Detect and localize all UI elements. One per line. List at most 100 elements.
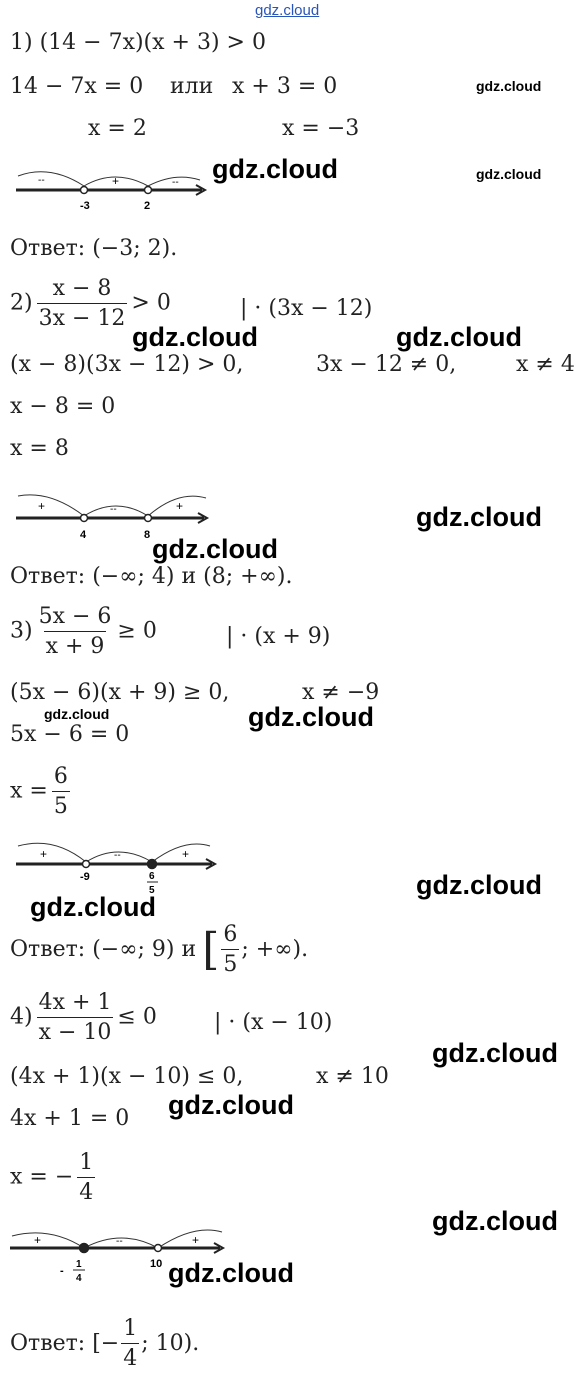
p4-denominator: x − 10 — [36, 1017, 114, 1045]
p3-excluded: x ≠ −9 — [302, 680, 380, 705]
p3-product: (5x − 6)(x + 9) ≥ 0, — [10, 680, 230, 705]
p2-numerator: x − 8 — [52, 276, 112, 301]
p2-sign-3: + — [176, 499, 183, 513]
p3-answer-denominator: 5 — [221, 949, 240, 977]
p4-answer-start: Ответ: [− — [10, 1331, 120, 1356]
p1-point-1: -3 — [80, 200, 90, 212]
p2-number-line: + -- + 4 8 — [16, 494, 210, 541]
p2-multiplier: | · (3x − 12) — [240, 296, 373, 321]
p3-point-2-den: 5 — [149, 885, 155, 896]
p4-relation: ≤ 0 — [117, 1004, 157, 1030]
p3-denominator: x + 9 — [43, 631, 107, 659]
watermark: gdz.cloud — [212, 154, 338, 184]
p1-sign-1: -- — [38, 175, 45, 186]
p2-equation: x − 8 = 0 — [10, 394, 116, 419]
watermark: gdz.cloud — [396, 322, 522, 352]
watermark: gdz.cloud — [432, 1206, 558, 1236]
p2-point-2: 8 — [144, 529, 150, 541]
p3-root-prefix: x = — [10, 778, 48, 804]
p1-or-word: или — [170, 74, 214, 99]
p1-answer: Ответ: (−3; 2). — [10, 236, 178, 261]
p4-excluded: x ≠ 10 — [316, 1064, 389, 1089]
watermark: gdz.cloud — [44, 706, 110, 722]
p4-point-1-den: 4 — [76, 1273, 82, 1284]
p3-numerator: 5x − 6 — [38, 604, 112, 629]
p3-label: 3) — [10, 618, 33, 644]
p1-inequality: 1) (14 − 7x)(x + 3) > 0 — [10, 30, 266, 55]
watermark: gdz.cloud — [432, 1038, 558, 1068]
p4-point-2: 10 — [150, 1258, 162, 1270]
p2-relation: > 0 — [131, 290, 171, 316]
p1-number-line: -- + -- -3 2 — [16, 171, 208, 212]
p4-label: 4) — [10, 1004, 33, 1030]
p2-sign-1: + — [38, 499, 45, 513]
p1-sign-2: + — [112, 174, 119, 188]
p2-root: x = 8 — [10, 436, 69, 461]
p4-equation: 4x + 1 = 0 — [10, 1106, 130, 1131]
p4-answer-denominator: 4 — [121, 1343, 140, 1371]
watermark: gdz.cloud — [476, 78, 542, 94]
p3-answer-start: Ответ: (−∞; 9) и — [10, 937, 197, 962]
p1-root-1: x = 2 — [88, 116, 147, 141]
p3-point-2-num: 6 — [149, 871, 155, 882]
watermark: gdz.cloud — [30, 892, 156, 922]
watermark: gdz.cloud — [132, 322, 258, 352]
p4-root-denominator: 4 — [77, 1177, 96, 1205]
watermark: gdz.cloud — [168, 1258, 294, 1288]
p4-sign-2: -- — [116, 1236, 123, 1247]
p3-sign-2: -- — [114, 850, 121, 861]
p3-number-line: + -- + -9 6 5 — [16, 842, 218, 896]
p2-answer: Ответ: (−∞; 4) и (8; +∞). — [10, 564, 293, 589]
watermark-top[interactable]: gdz.cloud — [255, 2, 320, 19]
p1-sign-3: -- — [172, 177, 179, 188]
p4-numerator: 4x + 1 — [38, 990, 112, 1015]
p3-sign-1: + — [40, 847, 47, 861]
p3-answer-numerator: 6 — [223, 922, 238, 947]
p4-multiplier: | · (x − 10) — [214, 1010, 333, 1035]
p3-point-1: -9 — [80, 871, 90, 883]
p4-number-line: + -- + - 1 4 10 — [10, 1229, 226, 1284]
watermark: gdz.cloud — [152, 534, 278, 564]
p4-answer-end: ; 10). — [141, 1331, 200, 1356]
p3-answer-end: ; +∞). — [241, 937, 309, 962]
p1-root-2: x = −3 — [282, 116, 360, 141]
watermark: gdz.cloud — [168, 1090, 294, 1120]
p2-point-1: 4 — [80, 529, 87, 541]
p4-answer-numerator: 1 — [123, 1316, 138, 1341]
p4-sign-3: + — [192, 1233, 199, 1247]
watermark: gdz.cloud — [416, 502, 542, 532]
watermark: gdz.cloud — [416, 870, 542, 900]
p4-root-prefix: x = − — [10, 1164, 74, 1190]
p4-product: (4x + 1)(x − 10) ≤ 0, — [10, 1064, 244, 1089]
p4-point-1-minus: - — [60, 1265, 64, 1277]
p2-sign-2: -- — [110, 504, 117, 515]
p3-multiplier: | · (x + 9) — [226, 624, 331, 649]
p4-sign-1: + — [34, 1233, 41, 1247]
watermark: gdz.cloud — [476, 166, 542, 182]
watermark: gdz.cloud — [248, 702, 374, 732]
p3-sign-3: + — [182, 847, 189, 861]
p2-product: (x − 8)(3x − 12) > 0, — [10, 352, 244, 377]
p1-equation-a: 14 − 7x = 0 — [10, 74, 144, 99]
p4-point-1-num: 1 — [76, 1259, 82, 1270]
p2-label: 2) — [10, 290, 33, 316]
p3-relation: ≥ 0 — [117, 618, 157, 644]
p4-root-numerator: 1 — [79, 1150, 94, 1175]
p3-root-numerator: 6 — [53, 764, 68, 789]
p2-denominator: 3x − 12 — [36, 303, 128, 331]
p1-point-2: 2 — [144, 200, 150, 212]
p2-condition: 3x − 12 ≠ 0, — [316, 352, 457, 377]
